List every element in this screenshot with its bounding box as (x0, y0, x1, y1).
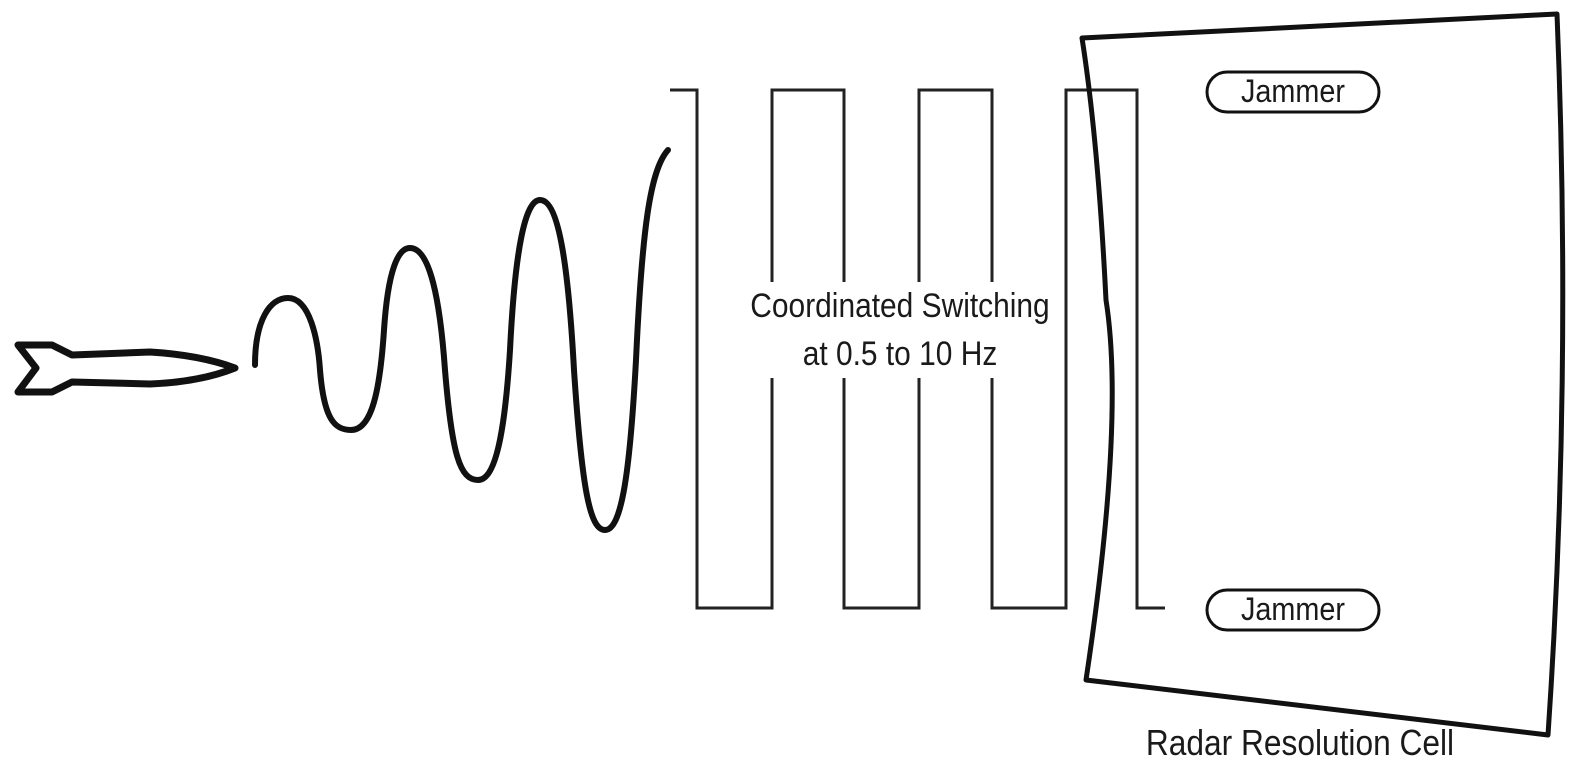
jammer-oval-bottom (1205, 588, 1381, 632)
switching-label: Coordinated Switching at 0.5 to 10 Hz (745, 282, 1055, 378)
radar-wave (252, 147, 671, 534)
switching-label-line2: at 0.5 to 10 Hz (802, 335, 998, 373)
jammer-oval-top (1205, 70, 1381, 114)
switching-label-line1: Coordinated Switching (750, 287, 1050, 325)
radar-resolution-cell-label: Radar Resolution Cell (1145, 722, 1455, 763)
jammer-label-bottom: Jammer (1240, 591, 1346, 627)
missile-icon (14, 341, 239, 396)
radar-resolution-cell (1079, 11, 1566, 738)
jammer-label-top: Jammer (1240, 73, 1346, 109)
